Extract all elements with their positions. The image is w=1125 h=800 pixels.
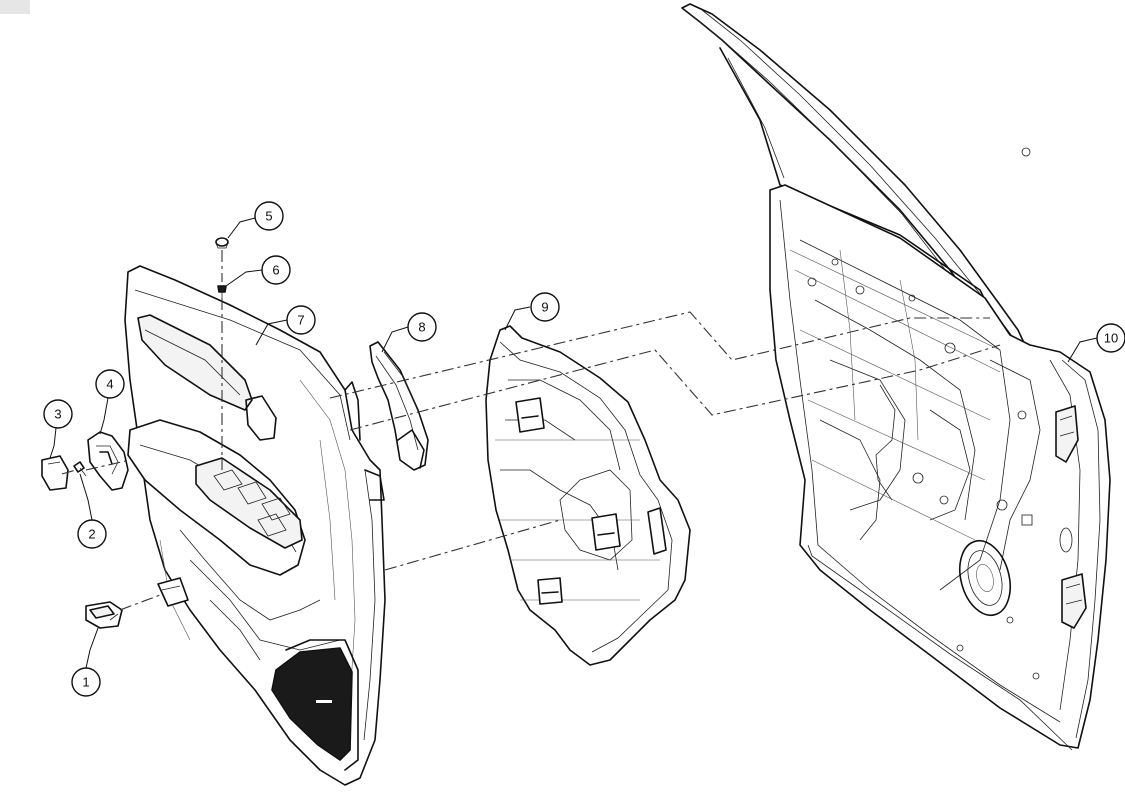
callout-1-label: 1 — [82, 675, 89, 690]
assembly-lines — [61, 250, 1001, 611]
callout-8: 8 — [407, 312, 437, 342]
callout-10: 10 — [1096, 323, 1125, 353]
callout-7: 7 — [286, 305, 316, 335]
corner-tab — [0, 0, 30, 14]
callout-5: 5 — [254, 201, 284, 231]
callout-8-label: 8 — [418, 320, 425, 335]
callout-4: 4 — [95, 369, 125, 399]
callout-10-label: 10 — [1104, 331, 1118, 346]
callout-9-label: 9 — [541, 300, 548, 315]
part-10-door-shell — [681, 3, 1111, 751]
callout-9: 9 — [530, 292, 560, 322]
callout-6-label: 6 — [272, 263, 279, 278]
leader-lines — [49, 217, 1098, 669]
part-4-inside-handle — [87, 431, 129, 491]
part-5-cap — [215, 237, 229, 249]
part-2-screw — [73, 461, 87, 477]
callout-3: 3 — [43, 399, 73, 429]
part-9-water-shield — [485, 325, 691, 666]
part-7-trim-panel — [124, 265, 386, 786]
callout-1: 1 — [71, 667, 101, 697]
part-8-bracket — [369, 341, 429, 471]
part-3-bezel — [41, 455, 69, 491]
callout-6: 6 — [261, 255, 291, 285]
callout-7-label: 7 — [297, 313, 304, 328]
callout-4-label: 4 — [106, 377, 113, 392]
part-1-switch — [85, 601, 123, 629]
callout-2-label: 2 — [88, 527, 95, 542]
callout-5-label: 5 — [265, 209, 272, 224]
part-6-screw — [217, 285, 227, 298]
callout-3-label: 3 — [54, 407, 61, 422]
callout-2: 2 — [77, 519, 107, 549]
